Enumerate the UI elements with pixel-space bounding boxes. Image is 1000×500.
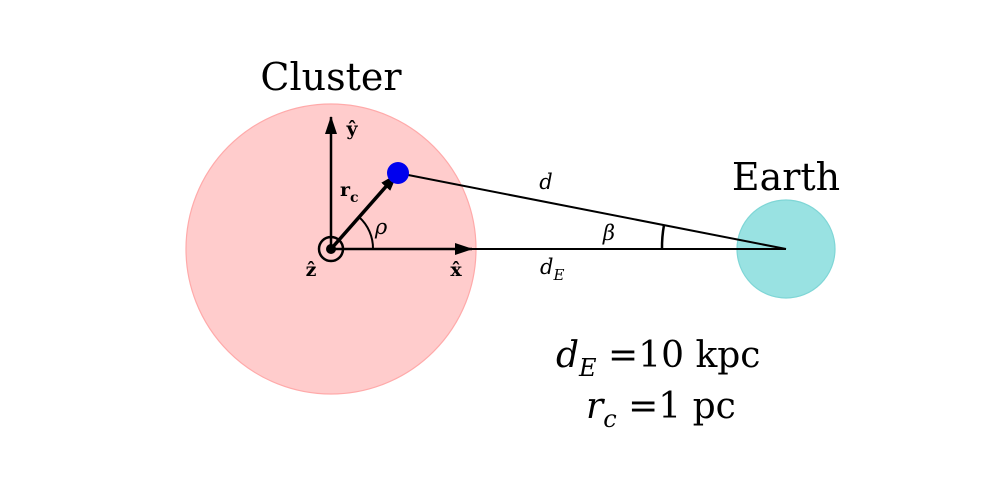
param-d-E: dE =10 kpc bbox=[556, 335, 760, 382]
param-r-c: rc =1 pc bbox=[586, 386, 736, 433]
r-c-label: rc bbox=[340, 179, 359, 206]
z-axis-dot bbox=[326, 244, 336, 254]
earth-title: Earth bbox=[732, 155, 840, 199]
x-hat-label: x̂ bbox=[450, 259, 462, 281]
rho-angle-arc bbox=[358, 216, 375, 250]
star-dot bbox=[387, 162, 409, 184]
y-hat-label: ŷ bbox=[345, 118, 358, 140]
beta-angle-arc bbox=[660, 224, 666, 250]
z-axis-circle bbox=[317, 235, 345, 263]
beta-label: β bbox=[602, 221, 615, 245]
d-label: d bbox=[539, 170, 552, 194]
rho-label: ρ bbox=[374, 215, 388, 239]
d-line bbox=[397, 172, 787, 250]
z-hat-label: ẑ bbox=[306, 259, 317, 281]
d-E-label: dE bbox=[540, 255, 564, 284]
cluster-title: Cluster bbox=[260, 55, 402, 99]
r-c-vector bbox=[329, 172, 399, 251]
